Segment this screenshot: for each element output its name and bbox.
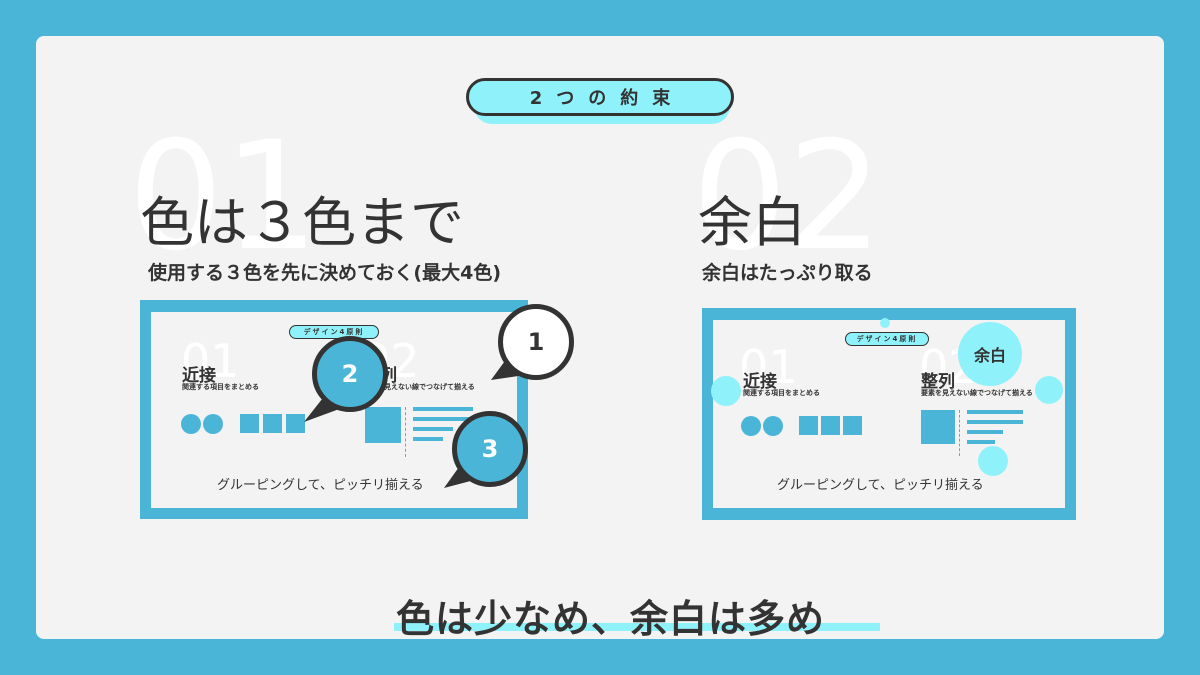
right-thumb-head1: 近接	[743, 372, 777, 392]
callout-2: 2	[312, 336, 388, 412]
header-pill-label: 2つの約束	[466, 78, 734, 116]
left-big-number: 01	[128, 110, 319, 284]
left-thumb-bar	[413, 407, 473, 411]
left-thumb-bar	[413, 417, 473, 421]
left-thumb-square	[286, 414, 305, 433]
left-thumb-big-square	[365, 407, 401, 443]
left-thumb-num1: 01	[181, 334, 240, 388]
callout-1: 1	[498, 304, 574, 380]
right-thumb-dot	[763, 416, 783, 436]
margin-indicator-dot	[1035, 376, 1063, 404]
left-subtitle: 使用する３色を先に決めておく(最大4色)	[148, 262, 502, 284]
left-thumb-square	[263, 414, 282, 433]
left-thumb-bar	[413, 437, 443, 441]
right-thumb-caption: グルーピングして、ピッチリ揃える	[777, 478, 984, 493]
left-thumb-sub2: 要素を見えない線でつなげて揃える	[363, 383, 475, 391]
right-thumb-big-square	[921, 410, 955, 444]
right-thumb-sub1: 関連する項目をまとめる	[743, 389, 820, 397]
bottom-caption: 色は少なめ、余白は多め	[396, 597, 826, 639]
margin-indicator-dot	[711, 376, 741, 406]
right-thumb-bar	[967, 420, 1023, 424]
margin-badge: 余白	[958, 322, 1022, 386]
right-thumb-bar	[967, 410, 1023, 414]
right-thumb-bar	[967, 430, 1003, 434]
right-thumb-bar	[967, 440, 995, 444]
margin-indicator-dot	[978, 446, 1008, 476]
callout-3: 3	[452, 411, 528, 487]
margin-indicator-dot	[880, 318, 890, 328]
right-thumb-square	[821, 416, 840, 435]
right-thumb-dot	[741, 416, 761, 436]
right-thumb-sub2: 要素を見えない線でつなげて揃える	[921, 389, 1033, 397]
left-thumb-head1: 近接	[182, 366, 216, 386]
left-thumb-guide	[405, 407, 406, 457]
right-thumb-pill: デザイン4原則	[845, 332, 929, 346]
left-thumb-square	[240, 414, 259, 433]
right-thumbnail-frame: デザイン4原則 01 02 近接 関連する項目をまとめる 整列 要素を見えない線…	[702, 308, 1076, 520]
left-thumb-dot	[203, 414, 223, 434]
right-title: 余白	[698, 191, 806, 254]
right-big-number: 02	[692, 110, 883, 284]
header-pill: 2つの約束	[466, 78, 738, 126]
right-thumb-num1: 01	[739, 340, 798, 394]
right-thumb-head2: 整列	[921, 372, 955, 392]
left-title: 色は３色まで	[140, 191, 464, 254]
left-thumb-bar	[413, 427, 453, 431]
left-thumb-dot	[181, 414, 201, 434]
right-thumb-guide	[959, 410, 960, 456]
right-thumbnail: デザイン4原則 01 02 近接 関連する項目をまとめる 整列 要素を見えない線…	[713, 320, 1065, 508]
right-subtitle: 余白はたっぷり取る	[702, 262, 873, 284]
left-thumb-sub1: 関連する項目をまとめる	[182, 383, 259, 391]
right-thumb-square	[799, 416, 818, 435]
bottom-caption-underline	[394, 623, 880, 631]
left-thumb-caption: グルーピングして、ピッチリ揃える	[217, 478, 424, 493]
slide-panel: 2つの約束 01 色は３色まで 使用する３色を先に決めておく(最大4色) デザイ…	[36, 36, 1164, 639]
right-thumb-square	[843, 416, 862, 435]
